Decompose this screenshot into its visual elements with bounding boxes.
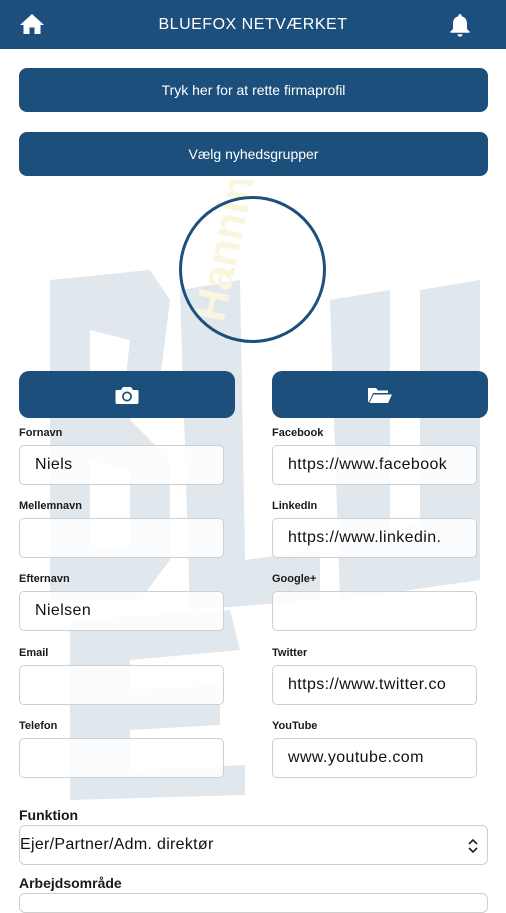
folder-open-icon [368,387,392,403]
camera-icon [115,386,139,404]
last-name-input[interactable]: Nielsen [19,591,224,631]
twitter-input[interactable]: https://www.twitter.co [272,665,477,705]
home-icon[interactable] [18,12,46,36]
field-label-youtube: YouTube [272,720,318,732]
youtube-input[interactable]: www.youtube.com [272,738,477,778]
profile-avatar[interactable] [179,196,326,343]
facebook-input[interactable]: https://www.facebook [272,445,477,485]
field-label-twitter: Twitter [272,647,308,659]
phone-input[interactable] [19,738,224,778]
field-label-telefon: Telefon [19,720,58,732]
email-input[interactable] [19,665,224,705]
chevron-updown-icon [468,838,478,854]
bell-icon[interactable] [448,12,472,38]
choose-file-button[interactable] [272,371,488,418]
field-label-fornavn: Fornavn [19,427,63,439]
googleplus-input[interactable] [272,591,477,631]
funktion-label: Funktion [19,807,79,823]
funktion-select[interactable]: Ejer/Partner/Adm. direktør [19,825,488,865]
field-label-mellemnavn: Mellemnavn [19,500,82,512]
field-label-googleplus: Google+ [272,573,317,585]
field-label-efternavn: Efternavn [19,573,70,585]
middle-name-input[interactable] [19,518,224,558]
linkedin-input[interactable]: https://www.linkedin. [272,518,477,558]
take-photo-button[interactable] [19,371,235,418]
field-label-linkedin: LinkedIn [272,500,318,512]
field-label-email: Email [19,647,49,659]
first-name-input[interactable]: Niels [19,445,224,485]
arbejdsomraade-label: Arbejdsområde [19,875,122,891]
edit-company-profile-button[interactable]: Tryk her for at rette firmaprofil [19,68,488,112]
app-title: BLUEFOX NETVÆRKET [158,15,348,33]
field-label-facebook: Facebook [272,427,324,439]
arbejdsomraade-select[interactable] [19,893,488,913]
choose-newsgroups-button[interactable]: Vælg nyhedsgrupper [19,132,488,176]
funktion-selected-value: Ejer/Partner/Adm. direktør [20,836,214,853]
top-bar: BLUEFOX NETVÆRKET [0,0,506,49]
